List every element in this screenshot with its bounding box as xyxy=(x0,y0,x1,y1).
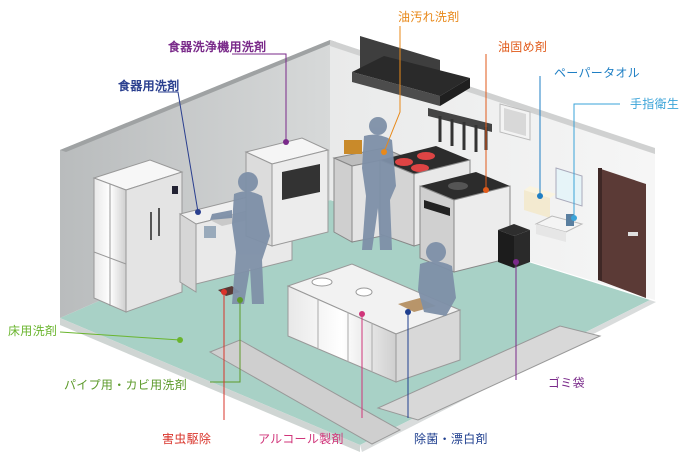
leader-lines xyxy=(59,26,620,420)
leader-dots xyxy=(177,139,577,343)
label-sterilize-bleach: 除菌・漂白剤 xyxy=(414,432,488,446)
floor-drain xyxy=(208,325,602,445)
label-alcohol: アルコール製剤 xyxy=(258,432,344,446)
leader-hand-sanitizer xyxy=(573,103,620,218)
leader-pipe-mold xyxy=(210,300,241,383)
label-trash-bag: ゴミ袋 xyxy=(548,376,585,390)
right-wall xyxy=(330,40,655,300)
hand-sink xyxy=(534,214,584,242)
range-hood xyxy=(352,36,470,106)
label-oil-solidifier: 油固め剤 xyxy=(498,40,548,54)
mirror xyxy=(555,167,583,207)
worker-silhouettes xyxy=(210,117,456,316)
label-hand-sanitizer: 手指衛生 xyxy=(630,97,680,111)
island-table xyxy=(286,263,462,383)
label-paper-towel: ペーパータオル xyxy=(554,66,640,80)
label-dishwasher-detergent: 食器洗浄機用洗剤 xyxy=(168,40,267,54)
trash-bin xyxy=(498,224,530,268)
leader-dishwasher-detergent xyxy=(232,53,287,142)
air-vent xyxy=(499,103,531,141)
label-floor-cleaner: 床用洗剤 xyxy=(8,324,58,338)
door xyxy=(598,168,646,298)
label-dish-detergent: 食器用洗剤 xyxy=(118,79,180,93)
leader-floor-cleaner xyxy=(59,331,181,341)
label-pipe-mold-cleaner: パイプ用・カビ用洗剤 xyxy=(64,378,188,392)
refrigerator xyxy=(92,159,184,313)
label-grease-cleaner: 油汚れ洗剤 xyxy=(398,10,460,24)
leader-grease-cleaner xyxy=(383,26,401,153)
leader-dish-detergent xyxy=(158,91,199,213)
label-pest-control: 害虫駆除 xyxy=(162,432,212,446)
